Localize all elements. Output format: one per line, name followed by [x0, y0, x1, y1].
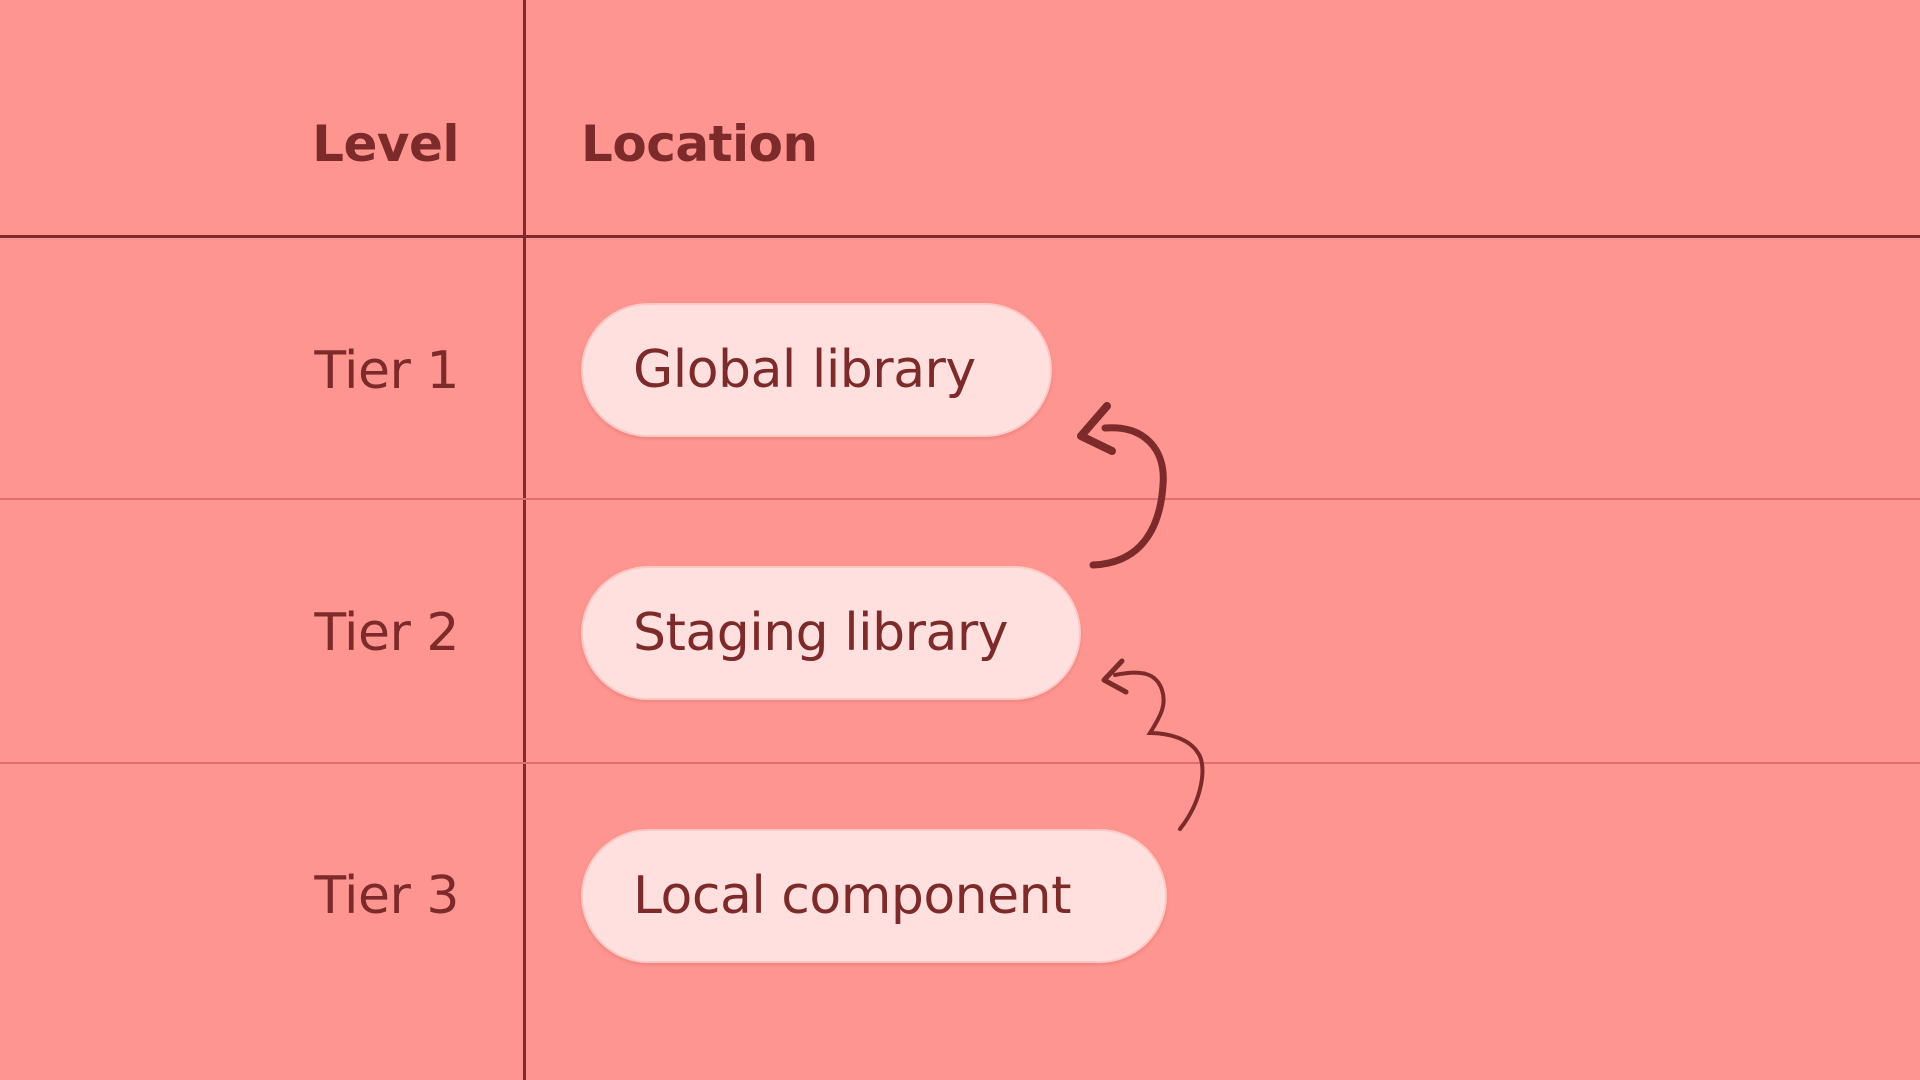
local-component-pill: Local component: [581, 829, 1167, 963]
arrow-tier2-to-tier1: [1077, 402, 1167, 569]
location-column-header: Location: [581, 115, 818, 173]
tier-1-label: Tier 1: [314, 341, 459, 401]
global-library-pill: Global library: [581, 303, 1052, 437]
tier-2-label: Tier 2: [314, 603, 459, 663]
local-component-label: Local component: [633, 866, 1071, 926]
arrow-tier3-to-tier2: [1101, 658, 1205, 831]
row-divider-1: [0, 498, 1920, 500]
staging-library-pill: Staging library: [581, 566, 1081, 700]
tier-3-label: Tier 3: [314, 866, 459, 926]
header-divider: [0, 235, 1920, 238]
column-divider: [523, 0, 526, 1080]
row-divider-2: [0, 762, 1920, 764]
staging-library-label: Staging library: [633, 603, 1009, 663]
level-column-header: Level: [312, 115, 459, 173]
global-library-label: Global library: [633, 340, 976, 400]
